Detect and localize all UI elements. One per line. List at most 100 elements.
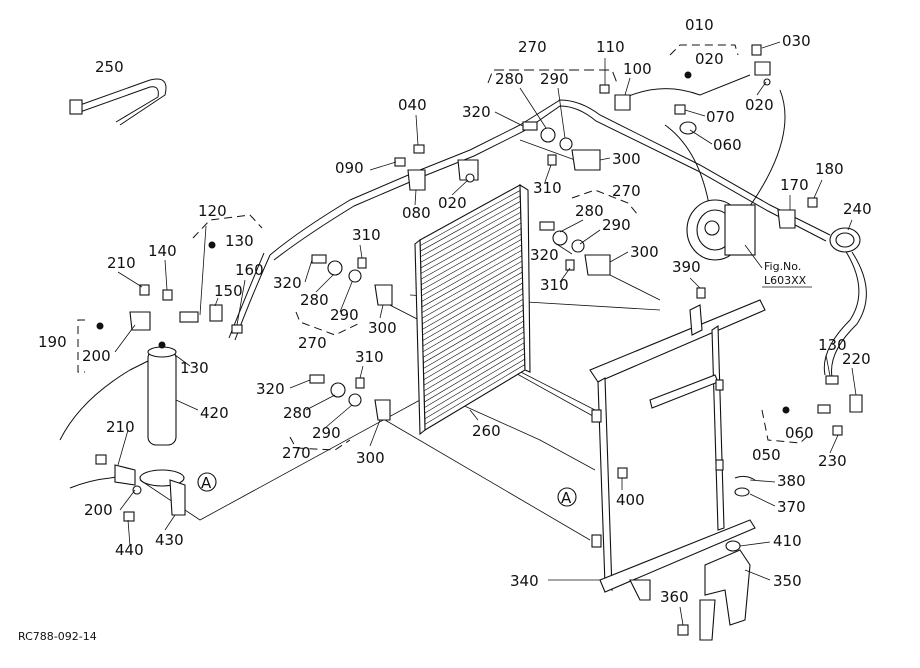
condenser-fin	[423, 309, 524, 369]
label-430: 430	[155, 531, 184, 549]
label-220: 220	[842, 350, 871, 368]
condenser-fin	[420, 201, 521, 258]
clamp-240	[829, 227, 861, 253]
label-290: 290	[540, 70, 569, 88]
label-280: 280	[283, 404, 312, 422]
condenser-fin	[421, 228, 522, 285]
label-320: 320	[273, 274, 302, 292]
label-060: 060	[785, 424, 814, 442]
label-290: 290	[330, 306, 359, 324]
label-400: 400	[616, 491, 645, 509]
label-300: 300	[630, 243, 659, 261]
label-030: 030	[782, 32, 811, 50]
label-390: 390	[672, 258, 701, 276]
label-010: 010	[685, 16, 714, 34]
condenser-fin	[422, 299, 524, 358]
label-320: 320	[530, 246, 559, 264]
label-420: 420	[200, 404, 229, 422]
condenser-fin	[424, 364, 526, 425]
condenser-fin	[422, 293, 524, 353]
label-050: 050	[752, 446, 781, 464]
condenser-fin	[420, 217, 522, 274]
label-080: 080	[402, 204, 431, 222]
label-130: 130	[225, 232, 254, 250]
label-270: 270	[612, 182, 641, 200]
fig-ref-line2: L603XX	[764, 274, 807, 287]
label-350: 350	[773, 572, 802, 590]
condenser-fin	[423, 337, 525, 397]
label-300: 300	[356, 449, 385, 467]
cable-tie	[69, 78, 167, 126]
ref-marker-a-left: A	[197, 472, 217, 492]
condenser-fin	[424, 353, 525, 414]
label-190: 190	[38, 333, 67, 351]
group-brackets	[77, 44, 813, 451]
condenser-fin	[420, 195, 521, 252]
figure-code: RC788-092-14	[18, 630, 97, 643]
condenser-fin	[421, 250, 522, 308]
label-280: 280	[575, 202, 604, 220]
label-310: 310	[352, 226, 381, 244]
leader-lines	[114, 41, 857, 626]
label-320: 320	[462, 103, 491, 121]
label-290: 290	[602, 216, 631, 234]
label-140: 140	[148, 242, 177, 260]
dot-130	[208, 241, 216, 249]
label-440: 440	[115, 541, 144, 559]
label-410: 410	[773, 532, 802, 550]
label-100: 100	[623, 60, 652, 78]
fig-ref-line1: Fig.No.	[764, 260, 801, 273]
label-210: 210	[106, 418, 135, 436]
label-290: 290	[312, 424, 341, 442]
svg-text:A: A	[201, 474, 212, 492]
condenser-fin	[424, 358, 525, 420]
label-380: 380	[777, 472, 806, 490]
condenser-fin	[424, 347, 525, 408]
label-300: 300	[612, 150, 641, 168]
condenser-fin	[420, 190, 521, 246]
label-170: 170	[780, 176, 809, 194]
label-240: 240	[843, 200, 872, 218]
label-020: 020	[438, 194, 467, 212]
condenser-fin	[421, 233, 522, 291]
compressor	[686, 199, 756, 261]
condenser-fin	[423, 320, 524, 380]
label-070: 070	[706, 108, 735, 126]
label-200: 200	[82, 347, 111, 365]
receiver-drier	[139, 346, 186, 516]
condenser-fin	[421, 260, 523, 319]
label-180: 180	[815, 160, 844, 178]
label-130: 130	[818, 336, 847, 354]
condenser-fin	[420, 222, 522, 280]
condenser-fin	[423, 331, 525, 392]
svg-text:A: A	[561, 489, 572, 507]
label-280: 280	[495, 70, 524, 88]
condenser-fin	[422, 277, 523, 336]
ref-marker-a-right: A	[557, 487, 577, 507]
condenser-fin	[420, 211, 521, 269]
label-310: 310	[540, 276, 569, 294]
dot-190	[96, 322, 104, 330]
condenser-fin	[421, 244, 522, 302]
condenser-fin	[422, 266, 523, 325]
label-230: 230	[818, 452, 847, 470]
radiator-frame	[589, 299, 766, 601]
condenser-fin	[423, 315, 524, 375]
label-260: 260	[472, 422, 501, 440]
label-310: 310	[533, 179, 562, 197]
condenser-fin	[422, 282, 523, 341]
label-360: 360	[660, 588, 689, 606]
label-060: 060	[713, 136, 742, 154]
label-250: 250	[95, 58, 124, 76]
condenser-fin	[423, 304, 524, 364]
condenser-fin	[421, 255, 523, 313]
condenser	[414, 183, 531, 436]
bracket-350	[699, 549, 751, 641]
label-300: 300	[368, 319, 397, 337]
label-090: 090	[335, 159, 364, 177]
hardware	[95, 44, 863, 636]
label-340: 340	[510, 572, 539, 590]
label-020: 020	[745, 96, 774, 114]
condenser-fin	[421, 239, 522, 297]
label-120: 120	[198, 202, 227, 220]
